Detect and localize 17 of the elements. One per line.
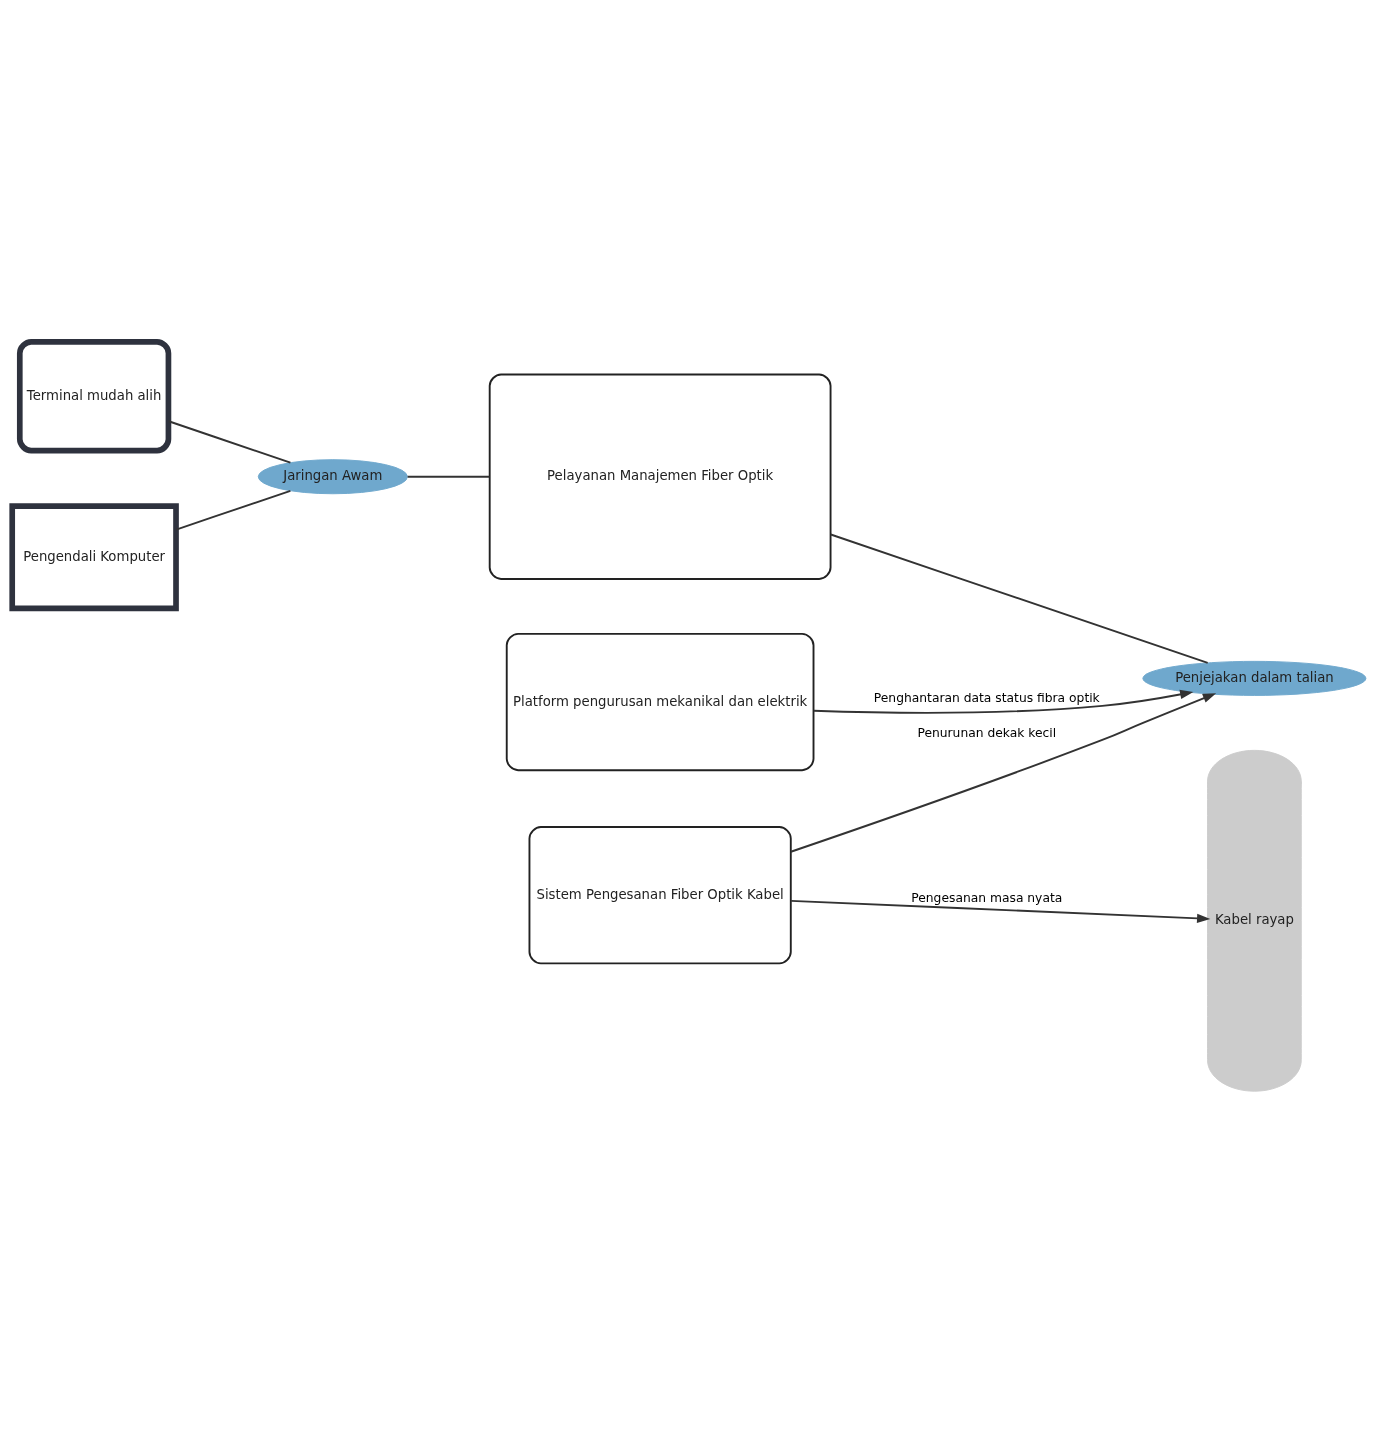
arrow <box>789 693 1217 853</box>
connector <box>175 489 292 531</box>
node-box: Pelayanan Manajemen Fiber Optik <box>488 373 832 580</box>
connector <box>406 475 491 478</box>
arrow <box>790 899 1211 923</box>
connector <box>829 533 1209 664</box>
node-box: Platform pengurusan mekanikal dan elektrik <box>505 632 815 772</box>
edge-label: Penghantaran data status fibra optik <box>873 691 1100 706</box>
node-ellipse: Penjejakan dalam talian <box>1142 660 1367 696</box>
edge-label: Penurunan dekak kecil <box>917 725 1057 740</box>
node-box: Sistem Pengesanan Fiber Optik Kabel <box>528 826 792 965</box>
arrow <box>812 689 1194 714</box>
node-ellipse: Jaringan Awam <box>257 459 408 495</box>
node-box: Terminal mudah alih <box>16 338 172 454</box>
connector <box>167 420 292 464</box>
node-box: Pengendali Komputer <box>9 503 179 612</box>
edge-label: Pengesanan masa nyata <box>911 891 1063 906</box>
